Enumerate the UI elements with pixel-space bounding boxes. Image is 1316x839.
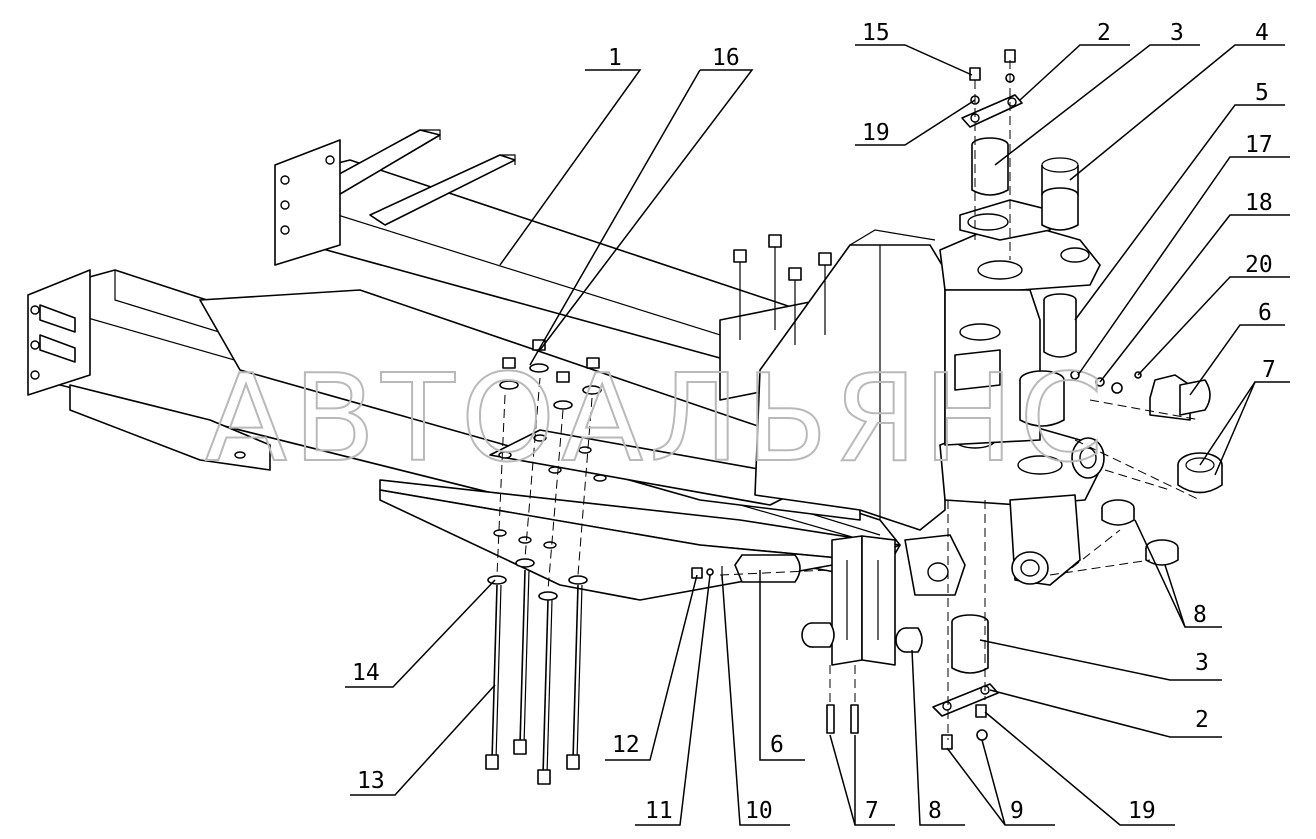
callout-17: 17 <box>1245 132 1273 158</box>
callout-2-lower: 2 <box>1195 707 1209 733</box>
callout-6-right: 6 <box>1258 300 1272 326</box>
callout-9: 9 <box>1010 798 1024 824</box>
callout-5: 5 <box>1255 80 1269 106</box>
callout-2-top: 2 <box>1097 20 1111 46</box>
frame-part-1 <box>27 129 901 601</box>
small-parts <box>485 49 1223 785</box>
callout-19-lower: 19 <box>1128 798 1156 824</box>
callouts: 1 16 15 19 2 3 4 5 17 18 20 6 <box>345 20 1290 826</box>
callout-13: 13 <box>357 768 385 794</box>
callout-19-top: 19 <box>862 120 890 146</box>
watermark: АВТОАЛЬЯНС <box>205 350 1109 489</box>
callout-6-lower: 6 <box>770 732 784 758</box>
callout-16: 16 <box>712 45 740 71</box>
callout-8-right: 8 <box>1193 602 1207 628</box>
tower-bracket <box>754 199 1105 666</box>
callout-18: 18 <box>1245 190 1273 216</box>
callout-11: 11 <box>645 798 673 824</box>
callout-10: 10 <box>745 798 773 824</box>
callout-14: 14 <box>352 660 380 686</box>
callout-20: 20 <box>1245 252 1273 278</box>
callout-1: 1 <box>608 45 622 71</box>
callout-7-right: 7 <box>1262 357 1276 383</box>
callout-7-lower: 7 <box>865 798 879 824</box>
callout-3-lower: 3 <box>1195 650 1209 676</box>
assembly-axes <box>496 60 1201 740</box>
callout-12: 12 <box>612 732 640 758</box>
callout-4: 4 <box>1255 20 1269 46</box>
callout-8-lower: 8 <box>928 798 942 824</box>
callout-3-top: 3 <box>1170 20 1184 46</box>
callout-15: 15 <box>862 20 890 46</box>
